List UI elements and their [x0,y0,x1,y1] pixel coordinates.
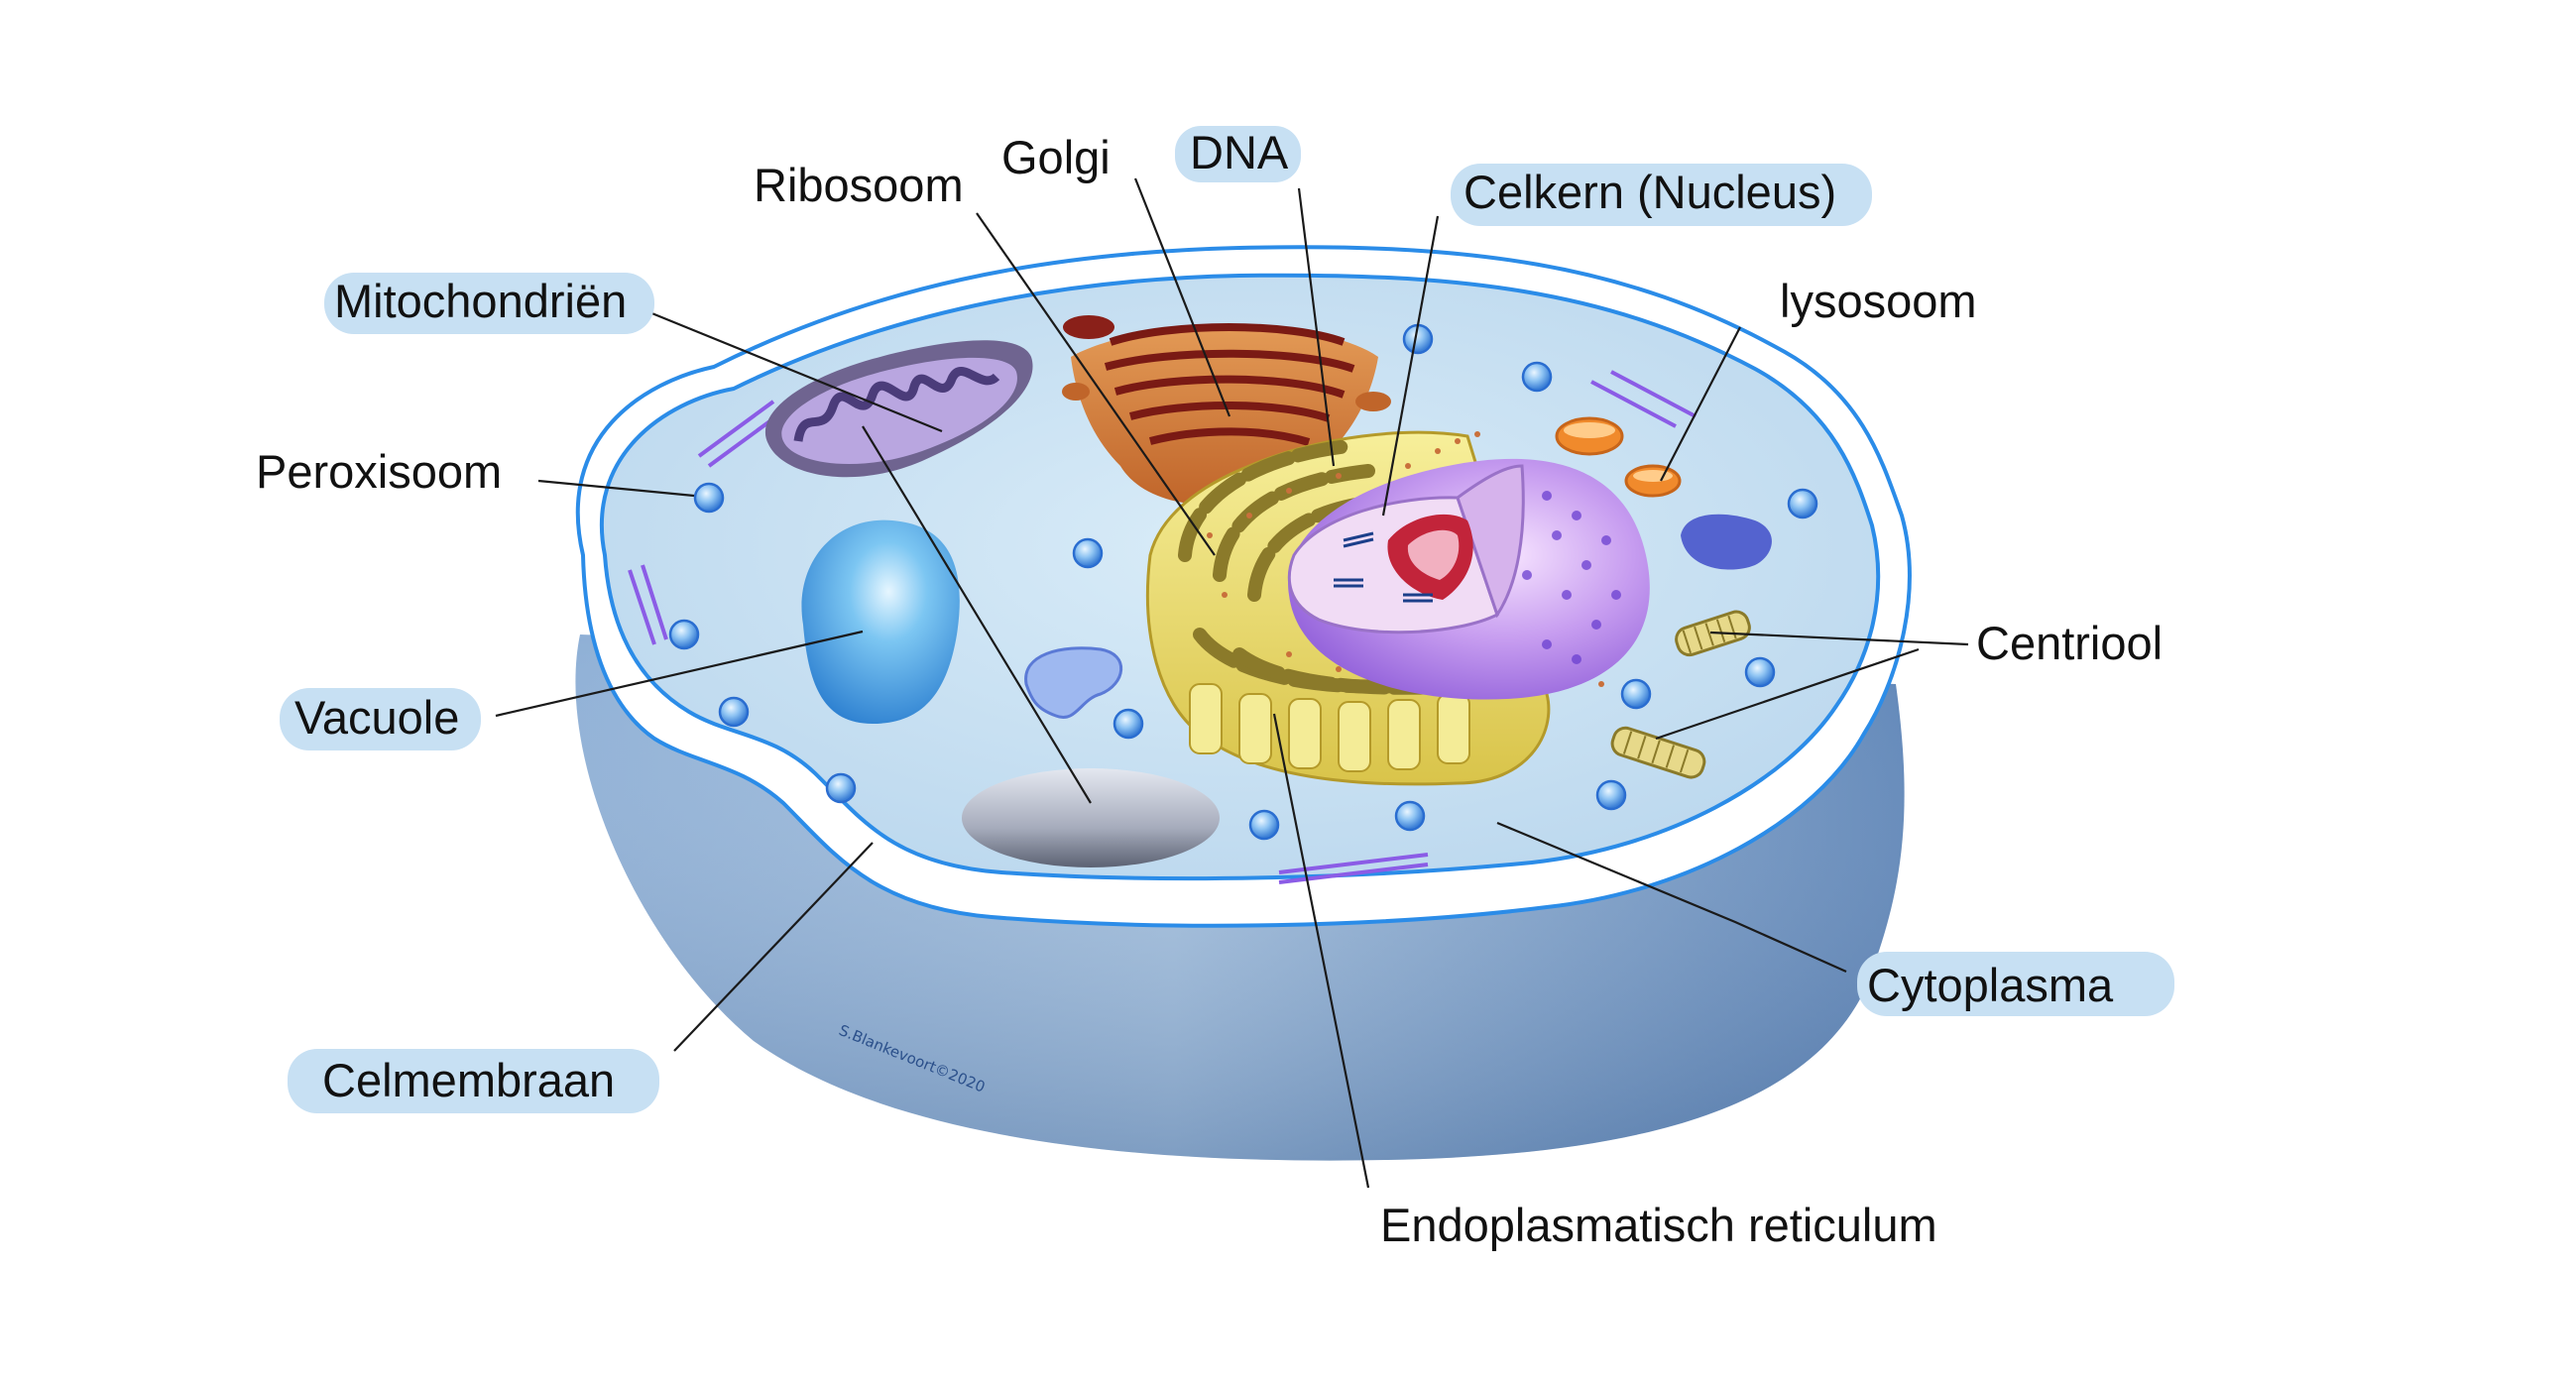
label-celkern: Celkern (Nucleus) [1464,166,1836,218]
vacuole [801,519,960,724]
label-golgi: Golgi [1001,131,1111,183]
label-ribosoom: Ribosoom [754,159,964,211]
label-dna: DNA [1190,126,1289,178]
lysosomes [1555,416,1682,498]
label-centriool: Centriool [1976,617,2163,669]
label-vacuole: Vacuole [294,691,459,744]
leader-lines [495,177,1969,1189]
centrioles [1610,610,1751,779]
label-cytoplasma: Cytoplasma [1867,959,2114,1011]
vesicle-blue [1024,646,1123,720]
nucleus [1287,458,1650,700]
label-peroxisoom: Peroxisoom [256,445,502,498]
gray-organelle [962,768,1220,867]
label-lysosoom: lysosoom [1780,275,1977,327]
cytoskeleton-filaments [628,370,1697,884]
mitochondrion [764,340,1033,478]
label-highlights [280,126,2174,1113]
label-mitochondrien: Mitochondriën [334,275,627,327]
label-celmembraan: Celmembraan [322,1054,615,1106]
labels: Ribosoom Golgi DNA Celkern (Nucleus) Mit… [256,126,2163,1251]
vesicle-dark-blue [1681,514,1772,570]
label-er: Endoplasmatisch reticulum [1380,1199,1937,1251]
